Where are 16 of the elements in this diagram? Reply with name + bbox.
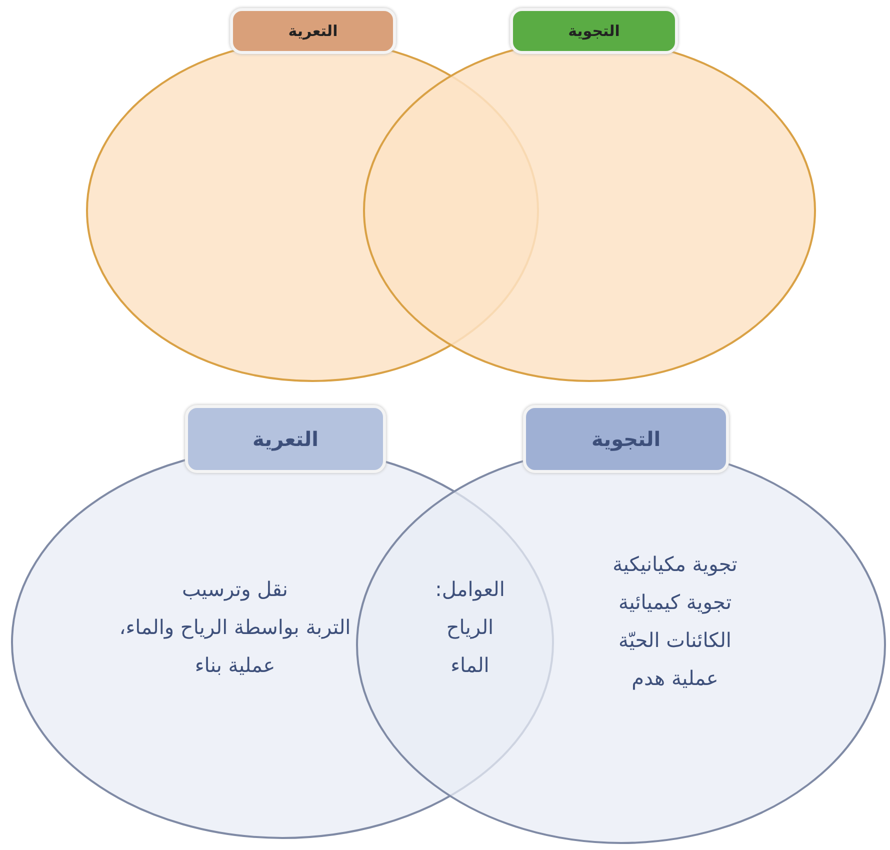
heading-label: التعرية	[230, 8, 396, 54]
list-text: العوامل:	[434, 576, 506, 603]
venn-circle	[362, 8, 817, 383]
list-text: الماء	[450, 652, 490, 679]
list-text: تجوية كيميائية	[617, 589, 733, 616]
list-text: الكائنات الحيّة	[618, 627, 732, 654]
list-text: عملية بناء	[194, 652, 276, 679]
heading-label: التجوية	[510, 8, 678, 54]
list-text: نقل وترسيب	[181, 576, 289, 603]
heading-label: التجوية	[523, 405, 729, 473]
venn-circle	[355, 405, 887, 845]
heading-label: التعرية	[185, 405, 386, 473]
list-text: التربة بواسطة الرياح والماء،	[118, 614, 352, 641]
list-text: تجوية مكيانيكية	[612, 551, 738, 578]
list-text: عملية هدم	[630, 665, 720, 692]
list-text: الرياح	[445, 614, 495, 641]
